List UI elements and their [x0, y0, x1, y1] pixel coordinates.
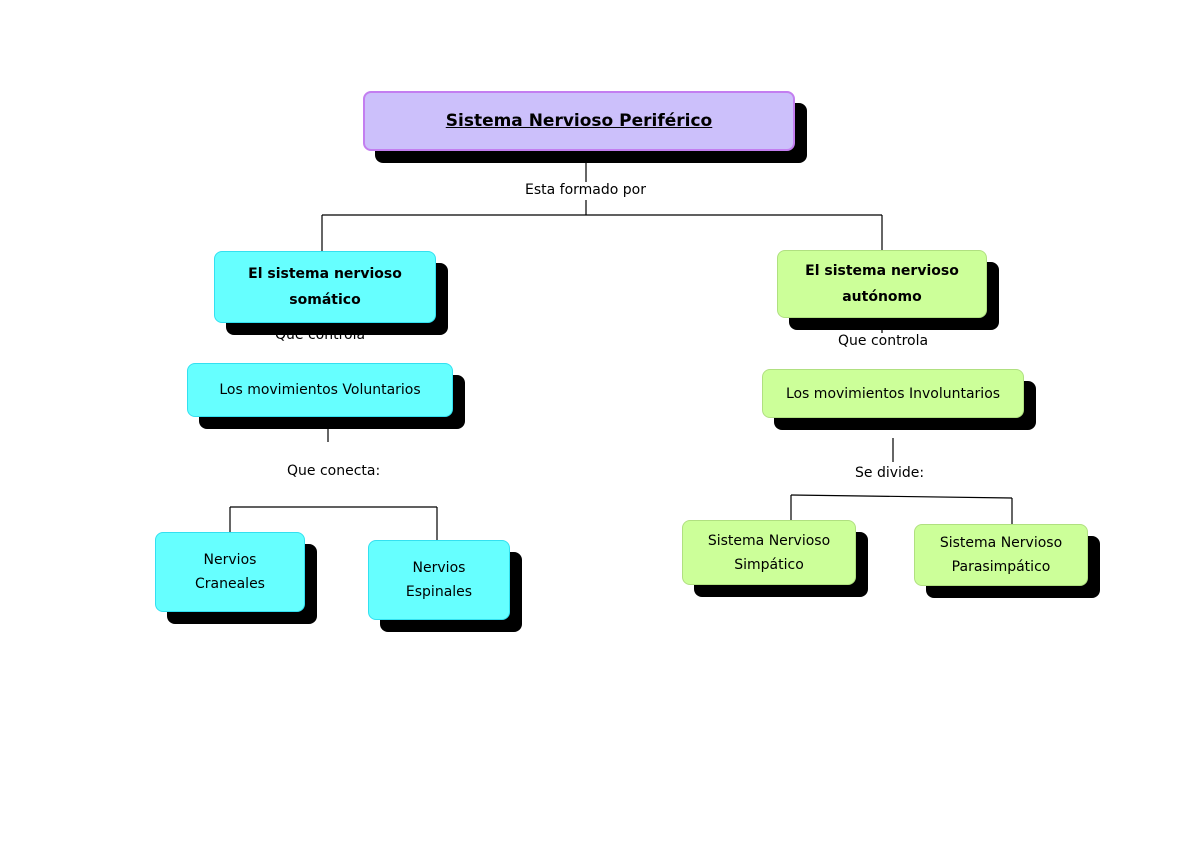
node-autonomo: El sistema nervioso autónomo — [777, 250, 987, 318]
simpatico-text: Sistema Nervioso Simpático — [707, 532, 831, 573]
node-voluntarios: Los movimientos Voluntarios — [187, 363, 453, 417]
label-esta-formado-por: Esta formado por — [525, 182, 646, 198]
voluntarios-text: Los movimientos Voluntarios — [219, 382, 421, 398]
node-involuntarios: Los movimientos Involuntarios — [762, 369, 1024, 418]
node-parasimpatico: Sistema Nervioso Parasimpático — [914, 524, 1088, 586]
label-autonomo-controla: Que controla — [838, 333, 929, 349]
line-divide-horizontal — [790, 494, 1013, 499]
title-text: Sistema Nervioso Periférico — [445, 111, 713, 131]
title-node: Sistema Nervioso Periférico — [363, 91, 795, 151]
label-somatico-controla: Que controla — [275, 327, 366, 343]
node-nervios-espinales: Nervios Espinales — [368, 540, 510, 620]
espinales-text: Nervios Espinales — [405, 560, 473, 600]
node-simpatico: Sistema Nervioso Simpático — [682, 520, 856, 585]
label-se-divide: Se divide: — [855, 465, 925, 481]
somatico-text: El sistema nervioso somático — [248, 266, 402, 308]
parasimpatico-text: Sistema Nervioso Parasimpático — [939, 535, 1063, 575]
label-que-conecta: Que conecta: — [287, 463, 381, 479]
node-nervios-craneales: Nervios Craneales — [155, 532, 305, 612]
involuntarios-text: Los movimientos Involuntarios — [785, 385, 1001, 402]
craneales-text: Nervios Craneales — [195, 552, 265, 592]
node-somatico: El sistema nervioso somático — [214, 251, 436, 323]
autonomo-text: El sistema nervioso autónomo — [805, 263, 959, 305]
